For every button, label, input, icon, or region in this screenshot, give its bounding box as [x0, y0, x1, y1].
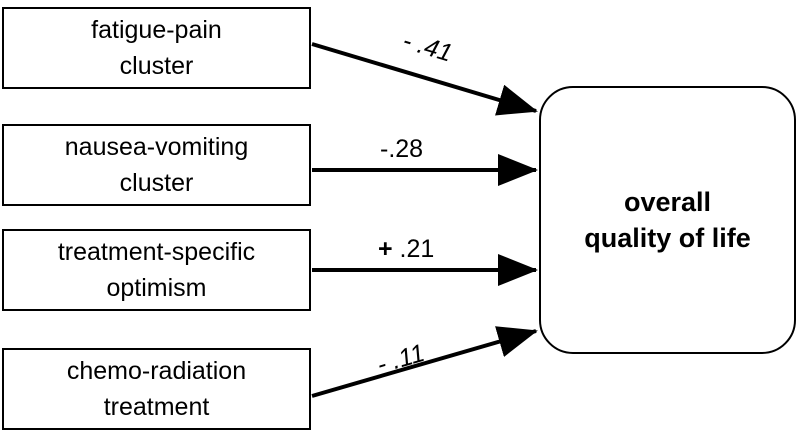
- coefficient-sign: +: [378, 235, 393, 263]
- predictor-label-line1: chemo-radiation: [66, 357, 247, 385]
- fatigue-pain-box: fatigue-pain cluster: [2, 7, 311, 89]
- overall-quality-of-life-box: overall quality of life: [539, 86, 796, 354]
- coefficient-nausea-vomiting: -.28: [380, 135, 423, 163]
- predictor-label-line2: cluster: [119, 169, 194, 197]
- predictor-label-line2: treatment: [103, 393, 210, 421]
- predictor-label-line1: fatigue-pain: [91, 16, 222, 44]
- predictor-label-line2: cluster: [119, 52, 194, 80]
- treatment-optimism-box: treatment-specific optimism: [2, 229, 311, 311]
- nausea-vomiting-box: nausea-vomiting cluster: [2, 124, 311, 206]
- chemo-radiation-box: chemo-radiation treatment: [2, 348, 311, 430]
- coefficient-fatigue-pain: - .41: [400, 26, 456, 67]
- arrow-fatigue-pain: [311, 42, 538, 116]
- coefficient-treatment-optimism: + .21: [378, 235, 434, 263]
- outcome-label-line1: overall: [623, 187, 712, 217]
- outcome-label-line2: quality of life: [584, 223, 751, 253]
- coefficient-value: .21: [393, 235, 435, 263]
- predictor-label-line2: optimism: [106, 274, 207, 302]
- arrow-chemo-radiation: [311, 326, 538, 398]
- predictor-label-line1: treatment-specific: [57, 238, 256, 266]
- predictor-label-line1: nausea-vomiting: [64, 133, 249, 161]
- coefficient-chemo-radiation: - .11: [374, 339, 428, 379]
